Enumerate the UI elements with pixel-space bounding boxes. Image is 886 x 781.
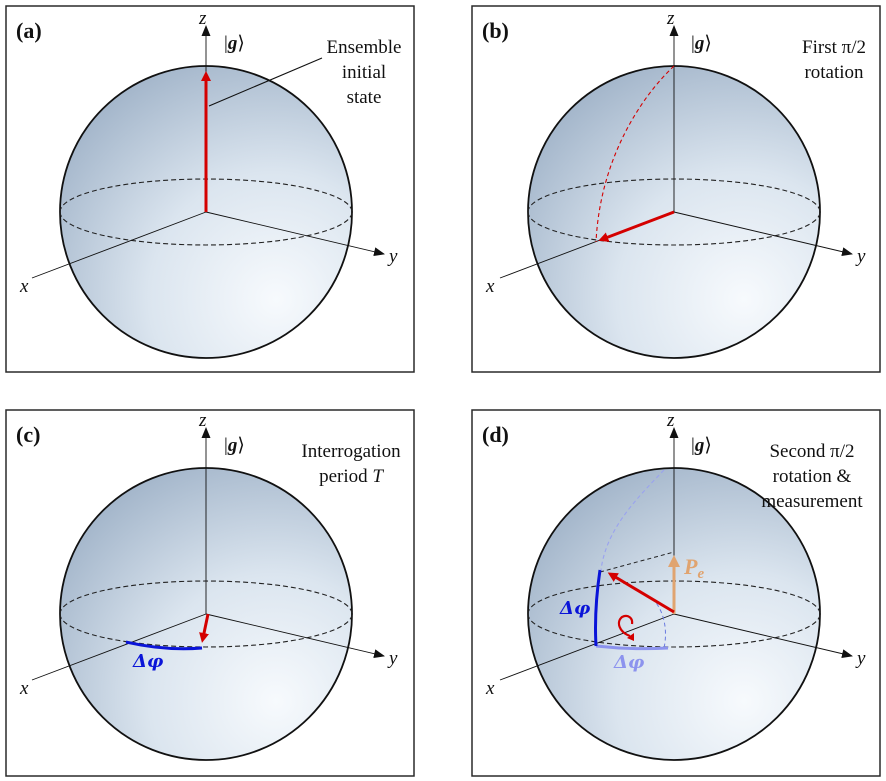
x-axis-label: x [485,678,495,699]
panel-c-caption-line-1: Interrogation [301,441,401,462]
z-axis-label: z [666,410,675,431]
state-vector [598,210,675,242]
rotation-direction-arrow [617,614,634,638]
rotation-direction-arrowhead [627,633,634,641]
z-axis-label: z [198,410,207,431]
panel-b-caption-line-1: First π/2 [802,37,866,58]
rotation-trajectory [595,65,675,243]
x-axis-label: x [19,276,29,297]
y-axis [673,613,853,659]
phase-arc-faded [595,644,669,651]
ground-state-ket: |g⟩ [691,435,712,456]
state-vector [607,572,675,614]
x-axis-label: x [19,678,29,699]
equator-front [59,211,353,246]
x-axis [31,211,207,279]
ground-state-ket: |g⟩ [224,435,245,456]
phase-arc [125,640,203,651]
x-axis-label: x [485,276,495,297]
phase-label-faded: Δφ [613,652,645,673]
ground-state-ket: |g⟩ [224,33,245,54]
panel-c: Δφ (c) z x y |g⟩ Interrogation period T [5,409,415,777]
excited-population-label: Pe [683,554,704,582]
y-axis-label: y [387,246,398,267]
x-axis [31,613,207,681]
rotation-trajectory-faded [600,469,665,571]
y-axis [673,211,853,257]
projection-line [599,551,675,573]
panel-b: (b) z x y |g⟩ First π/2 rotation [471,5,881,373]
panel-d-caption-line-2: rotation & [773,466,852,487]
panel-d-caption-line-1: Second π/2 [769,441,854,462]
ground-state-ket: |g⟩ [691,33,712,54]
phase-label: Δφ [132,651,164,672]
panel-a-caption-line-2: initial [342,62,386,83]
y-axis-label: y [855,246,866,267]
y-axis [205,613,385,659]
panel-d-letter: (d) [482,422,509,447]
panel-d-caption-line-3: measurement [761,491,863,512]
panel-c-letter: (c) [16,422,40,447]
z-axis-label: z [666,8,675,29]
panel-a-letter: (a) [16,18,42,43]
panel-a-caption-line-1: Ensemble [327,37,402,58]
state-vector [199,613,210,643]
panel-b-caption-line-2: rotation [804,62,864,83]
panel-a-caption-line-3: state [347,87,382,108]
equator-front [527,211,821,246]
caption-leader-line [208,57,323,107]
y-axis-label: y [387,648,398,669]
panel-a: (a) z x y |g⟩ Ensemble initial state [5,5,415,373]
y-axis-label: y [855,648,866,669]
phase-label: Δφ [559,598,591,619]
phase-arc-rotated [594,569,602,647]
z-axis-label: z [198,8,207,29]
x-axis [499,613,675,681]
y-axis [205,211,385,257]
panel-b-letter: (b) [482,18,509,43]
panel-d: Pe Δφ Δφ (d) z x y |g⟩ Second π/2 rotati… [471,409,881,777]
equator-front [59,613,353,648]
equator-front [527,613,821,648]
panel-c-caption-line-2: period T [319,466,384,487]
